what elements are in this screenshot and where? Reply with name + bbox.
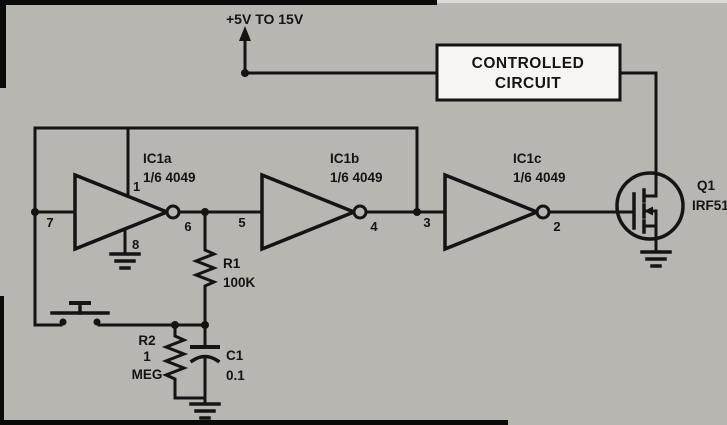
inverter-ic1c-part: 1/6 4049: [513, 170, 566, 185]
mosfet-q1-part: IRF51: [692, 198, 727, 213]
inverter-ic1a-name: IC1a: [143, 151, 172, 166]
capacitor-c1-name: C1: [226, 348, 244, 363]
controlled-circuit-rect: [435, 43, 622, 102]
pin-label-vss: 8: [132, 237, 139, 252]
pin-label-output: 2: [553, 219, 560, 234]
resistor-r1-name: R1: [223, 256, 241, 271]
junction-dot: [241, 69, 249, 77]
scan-edge-top: [0, 0, 437, 5]
resistor-r2-symbol: [161, 323, 189, 400]
ground-icon: [640, 250, 672, 268]
mosfet-q1-name: Q1: [697, 178, 716, 193]
scan-edge-left-upper: [0, 0, 6, 88]
inverter-ic1b-name: IC1b: [330, 151, 359, 166]
resistor-r2: R2 1 MEG: [132, 323, 189, 400]
inverter-ic1a-bubble: [165, 204, 181, 220]
resistor-r1-symbol: [191, 210, 219, 327]
inverter-ic1b: IC1b 1/6 4049 5 4: [238, 151, 383, 252]
scan-edge-left-lower: [0, 296, 4, 425]
inverter-ic1c: IC1c 1/6 4049 3 2: [423, 151, 566, 252]
pin-label-input: 7: [46, 215, 53, 230]
pin-label-input: 3: [423, 215, 430, 230]
resistor-r1-value: 100K: [223, 275, 256, 290]
resistor-r2-value-bottom: MEG: [132, 367, 163, 382]
supply-arrow-icon: [239, 26, 251, 41]
inverter-ic1a-triangle: [73, 172, 172, 252]
ground-icon: [189, 402, 221, 420]
inverter-ic1c-name: IC1c: [513, 151, 542, 166]
inverter-ic1a: IC1a 1/6 4049 1 7 6 8: [46, 126, 196, 270]
inverter-ic1b-part: 1/6 4049: [330, 170, 383, 185]
button-contact: [93, 318, 101, 326]
mosfet-body-arrow-icon: [644, 206, 653, 216]
inverter-ic1c-triangle: [443, 172, 542, 252]
junction-dot: [201, 208, 209, 216]
pushbutton-switch: [33, 301, 207, 327]
ground-icon: [109, 252, 141, 270]
button-contact: [59, 318, 67, 326]
inverter-ic1b-bubble: [352, 204, 368, 220]
power-supply: +5V TO 15V: [226, 11, 304, 75]
supply-voltage-label: +5V TO 15V: [226, 11, 304, 27]
capacitor-c1: C1 0.1: [189, 323, 245, 400]
scan-edge-bottom: [0, 420, 508, 425]
mosfet-source-lead: [642, 224, 658, 254]
mosfet-q1: Q1 IRF51: [615, 171, 727, 268]
wire-bottom-join: [173, 396, 207, 406]
controlled-circuit-label-line1: CONTROLLED: [472, 55, 585, 72]
controlled-circuit-label-line2: CIRCUIT: [495, 75, 561, 92]
resistor-r1: R1 100K: [191, 208, 256, 327]
wire-feedback-rail: [33, 126, 419, 327]
resistor-r2-value-top: 1: [143, 349, 151, 364]
inverter-ic1a-part: 1/6 4049: [143, 170, 196, 185]
capacitor-c1-value: 0.1: [226, 368, 245, 383]
pin-label-output: 6: [184, 219, 191, 234]
pin-label-input: 5: [238, 215, 245, 230]
pin-label-output: 4: [370, 219, 378, 234]
controlled-circuit-box: CONTROLLED CIRCUIT: [435, 43, 622, 102]
inverter-ic1c-bubble: [535, 204, 551, 220]
scan-edge-top-right: [437, 0, 727, 3]
mosfet-q1-body-circle: [615, 171, 685, 241]
resistor-r2-name: R2: [138, 333, 155, 348]
inverter-ic1b-triangle: [260, 172, 359, 252]
wire-box-to-drain: [618, 71, 658, 198]
pin-label-vdd: 1: [133, 179, 140, 194]
